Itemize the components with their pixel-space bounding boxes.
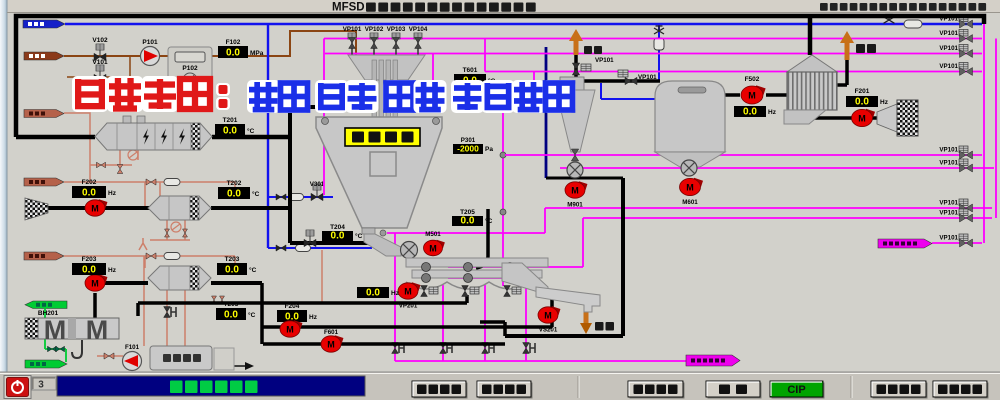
svg-text:VS201: VS201 <box>539 327 558 334</box>
svg-text:M501: M501 <box>425 231 441 238</box>
svg-text:M: M <box>429 243 437 253</box>
svg-text:0.0: 0.0 <box>285 311 299 322</box>
svg-text:°C: °C <box>485 217 493 225</box>
svg-text:M: M <box>327 339 335 349</box>
svg-text:VP101: VP101 <box>939 200 958 207</box>
svg-text:3: 3 <box>38 380 44 391</box>
svg-text:VP101: VP101 <box>939 210 958 217</box>
svg-text:Hz: Hz <box>768 109 777 116</box>
svg-text:P101: P101 <box>142 39 158 46</box>
svg-text:VP101: VP101 <box>939 235 958 242</box>
svg-text:P301: P301 <box>461 137 476 144</box>
svg-text:Hz: Hz <box>391 290 400 297</box>
svg-text:VP101: VP101 <box>343 26 362 33</box>
svg-text:M: M <box>858 113 866 123</box>
svg-text:T203: T203 <box>225 256 240 263</box>
svg-text:T601: T601 <box>463 67 478 74</box>
svg-text:F601: F601 <box>324 329 339 336</box>
svg-text:T201: T201 <box>223 117 238 124</box>
svg-text:°C: °C <box>355 232 363 240</box>
svg-text:VP103: VP103 <box>387 26 406 33</box>
svg-text:°C: °C <box>252 190 260 198</box>
svg-text:M: M <box>404 286 412 296</box>
svg-text:0.0: 0.0 <box>227 188 241 199</box>
svg-text:0.0: 0.0 <box>331 230 345 241</box>
svg-text:VP101: VP101 <box>638 74 657 81</box>
svg-text:0.0: 0.0 <box>224 309 238 320</box>
svg-text:MPa: MPa <box>250 50 264 57</box>
svg-text:0.0: 0.0 <box>855 96 869 107</box>
svg-text:Hz: Hz <box>108 190 117 197</box>
svg-text:M: M <box>686 182 694 192</box>
svg-text:°C: °C <box>249 266 257 274</box>
svg-text:0.0: 0.0 <box>366 287 380 298</box>
svg-text:F204: F204 <box>285 303 300 310</box>
svg-text:T202: T202 <box>227 180 242 187</box>
svg-text:VP201: VP201 <box>399 303 418 310</box>
svg-text:VP101: VP101 <box>939 160 958 167</box>
svg-text:Hz: Hz <box>309 314 318 321</box>
svg-text:VP101: VP101 <box>595 57 614 64</box>
svg-text:VP101: VP101 <box>939 45 958 52</box>
svg-text:VP101: VP101 <box>939 16 958 23</box>
svg-text:M: M <box>91 278 99 288</box>
svg-text:F201: F201 <box>855 88 870 95</box>
svg-text:M: M <box>748 90 756 100</box>
svg-text:T204: T204 <box>330 224 345 231</box>
svg-text:VP101: VP101 <box>939 30 958 37</box>
svg-text:P102: P102 <box>182 65 198 72</box>
svg-text:Hz: Hz <box>880 99 889 106</box>
svg-text:F102: F102 <box>226 39 241 46</box>
svg-text:°C: °C <box>248 311 256 319</box>
svg-text:V101: V101 <box>92 59 108 66</box>
svg-text:VP104: VP104 <box>409 26 428 33</box>
svg-text:°C: °C <box>247 127 255 135</box>
svg-text:0.0: 0.0 <box>82 264 96 275</box>
svg-text:BH201: BH201 <box>38 310 59 317</box>
svg-text:F203: F203 <box>82 256 97 263</box>
svg-text:V301: V301 <box>310 181 325 188</box>
svg-text:Hz: Hz <box>108 267 117 274</box>
svg-text:M601: M601 <box>682 199 698 206</box>
svg-text:T203: T203 <box>224 301 239 308</box>
svg-text:M: M <box>544 310 552 320</box>
svg-text:0.0: 0.0 <box>223 125 237 136</box>
svg-text:F502: F502 <box>745 76 760 83</box>
svg-text:VP102: VP102 <box>365 26 384 33</box>
svg-text:Pa: Pa <box>485 146 493 153</box>
svg-text:M: M <box>44 315 67 345</box>
svg-text:0.0: 0.0 <box>743 106 757 117</box>
svg-text:0.0: 0.0 <box>82 187 96 198</box>
svg-text:VP101: VP101 <box>939 147 958 154</box>
svg-text:0.0: 0.0 <box>226 47 240 58</box>
svg-text:VP101: VP101 <box>939 63 958 70</box>
svg-text:0.0: 0.0 <box>225 264 239 275</box>
svg-text:CIP: CIP <box>787 384 805 396</box>
svg-text:M901: M901 <box>567 202 583 209</box>
svg-text:-2000: -2000 <box>457 143 479 153</box>
svg-text:T205: T205 <box>460 209 475 216</box>
svg-text:F202: F202 <box>82 179 97 186</box>
svg-text:M: M <box>86 315 109 345</box>
svg-text:0.0: 0.0 <box>461 215 475 226</box>
svg-text:M: M <box>286 324 294 334</box>
svg-text:M: M <box>91 203 99 213</box>
svg-text:V102: V102 <box>92 37 108 44</box>
svg-text:MFSD: MFSD <box>332 2 365 14</box>
svg-text:F101: F101 <box>125 344 140 351</box>
svg-text:M: M <box>571 185 579 195</box>
